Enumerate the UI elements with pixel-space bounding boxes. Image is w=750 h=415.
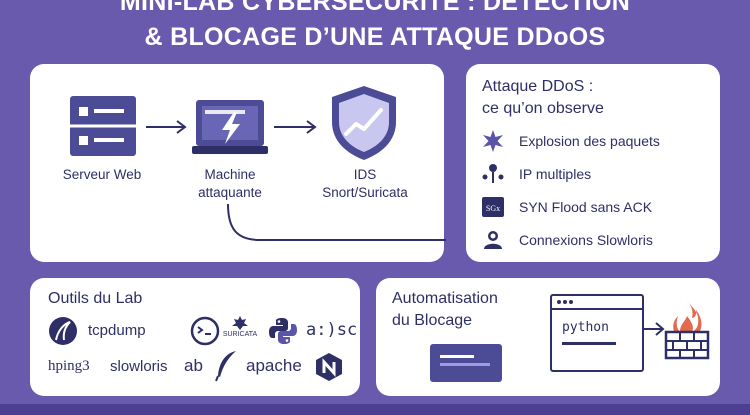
ids-label-line-2: Snort/Suricata xyxy=(322,185,408,200)
attacker-label: Machine attaquante xyxy=(170,166,290,202)
window-code-text: python xyxy=(562,320,609,335)
tool-suricata: SURICATA xyxy=(222,331,258,338)
code-line xyxy=(562,342,616,345)
window-titlebar xyxy=(552,296,642,310)
list-item-label: Connexions Slowloris xyxy=(519,232,653,248)
attack-laptop-icon xyxy=(192,100,268,162)
list-item: Connexions Slowloris xyxy=(482,229,653,251)
server-icon xyxy=(70,96,136,156)
firewall-icon xyxy=(664,300,710,365)
syn-icon-text: SGx xyxy=(486,204,500,213)
server-label: Serveur Web xyxy=(62,167,142,182)
ddos-title-line-1: Attaque DDoS : xyxy=(482,78,594,95)
list-item: IP multiples xyxy=(482,163,591,185)
list-item-label: IP multiples xyxy=(519,166,592,182)
architecture-card: Serveur Web Machine attaquante IDS Snort… xyxy=(30,64,446,262)
automation-title-line-1: Automatisation xyxy=(392,290,498,307)
ddos-title: Attaque DDoS : ce qu’on observe xyxy=(482,76,604,120)
tools-title: Outils du Lab xyxy=(48,290,143,307)
title-line-1: MINI-LAB CYBERSÉCURITÉ : DÉTECTION xyxy=(119,0,631,16)
ddos-card: Attaque DDoS : ce qu’on observe Explosio… xyxy=(466,64,720,262)
tool-apache: apache xyxy=(246,356,302,375)
list-item: SGx SYN Flood sans ACK xyxy=(482,196,652,218)
arrow-icon xyxy=(644,322,666,341)
python-icon xyxy=(268,316,298,351)
tools-card: Outils du Lab tcpdump SURICATA a:)sc hpi… xyxy=(30,278,360,396)
log-panel-icon xyxy=(430,344,502,382)
automation-title-line-2: du Blocage xyxy=(392,312,473,329)
suricata-logo: SURICATA xyxy=(216,316,264,346)
burst-icon xyxy=(482,130,504,152)
arrow-icon xyxy=(146,120,188,139)
tool-tcpdump: tcpdump xyxy=(88,322,146,339)
tool-asc: a:)sc xyxy=(306,320,358,340)
automation-title: Automatisation du Blocage xyxy=(392,288,498,332)
ddos-title-line-2: ce qu’on observe xyxy=(482,100,604,117)
attacker-label-line-2: attaquante xyxy=(198,185,262,200)
automation-card: Automatisation du Blocage python xyxy=(376,278,720,396)
list-item: Explosion des paquets xyxy=(482,130,660,152)
terminal-face-icon xyxy=(190,316,220,351)
list-item-label: SYN Flood sans ACK xyxy=(519,199,653,215)
wireshark-icon xyxy=(48,316,78,351)
attacker-label-line-1: Machine xyxy=(204,167,256,182)
title-line-2: & BLOCAGE D’UNE ATTAQUE DDoOS xyxy=(144,23,606,51)
connector-line xyxy=(226,203,446,249)
arrow-icon xyxy=(274,120,318,139)
shield-icon xyxy=(328,84,400,162)
feather-icon xyxy=(214,350,238,387)
ids-label-line-1: IDS xyxy=(353,167,377,182)
network-nodes-icon xyxy=(482,163,504,185)
tool-ab: ab xyxy=(184,356,203,375)
nginx-icon xyxy=(314,352,344,387)
tool-slowloris: slowloris xyxy=(110,358,168,375)
bottom-strip xyxy=(0,404,750,415)
syn-icon: SGx xyxy=(482,196,504,218)
ids-label: IDS Snort/Suricata xyxy=(296,166,434,202)
python-window: python xyxy=(550,294,644,372)
user-icon xyxy=(482,229,504,251)
tool-hping3: hping3 xyxy=(48,358,90,374)
list-item-label: Explosion des paquets xyxy=(519,133,660,149)
